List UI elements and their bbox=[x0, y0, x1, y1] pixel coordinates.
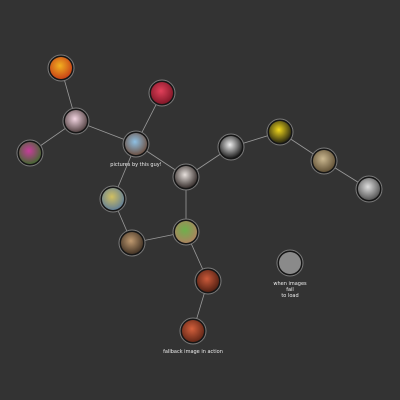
graph-node[interactable] bbox=[355, 175, 383, 203]
graph-node[interactable] bbox=[62, 107, 90, 135]
node-photo-image bbox=[175, 166, 197, 188]
node-label-line: when images bbox=[273, 281, 307, 287]
fallback-placeholder-image bbox=[279, 252, 301, 274]
node-photo-image bbox=[121, 232, 143, 254]
graph-node[interactable] bbox=[118, 229, 146, 257]
graph-node[interactable] bbox=[266, 118, 294, 146]
graph-node[interactable] bbox=[217, 133, 245, 161]
graph-node[interactable]: fallback image in action bbox=[163, 317, 223, 355]
graph-node[interactable] bbox=[47, 54, 75, 82]
node-photo-image bbox=[269, 121, 291, 143]
edges-layer bbox=[29, 67, 370, 332]
node-photo-image bbox=[313, 150, 335, 172]
graph-node[interactable] bbox=[16, 139, 44, 167]
node-photo-image bbox=[102, 188, 124, 210]
node-label: fallback image in action bbox=[163, 349, 223, 355]
graph-node[interactable] bbox=[99, 185, 127, 213]
node-photo-image bbox=[19, 142, 41, 164]
node-photo-image bbox=[358, 178, 380, 200]
node-photo-image bbox=[175, 221, 197, 243]
node-label: pictures by this guy! bbox=[110, 162, 161, 168]
node-photo-image bbox=[50, 57, 72, 79]
node-photo-image bbox=[197, 270, 219, 292]
graph-node[interactable] bbox=[148, 79, 176, 107]
node-photo-image bbox=[125, 133, 147, 155]
graph-node[interactable] bbox=[172, 163, 200, 191]
nodes-layer: pictures by this guy! fallback image in a… bbox=[16, 54, 383, 355]
graph-node[interactable]: pictures by this guy! bbox=[110, 130, 162, 168]
graph-node[interactable] bbox=[172, 218, 200, 246]
node-label-line: to load bbox=[281, 293, 298, 299]
graph-node[interactable] bbox=[194, 267, 222, 295]
node-photo-image bbox=[182, 320, 204, 342]
graph-node[interactable] bbox=[310, 147, 338, 175]
node-photo-image bbox=[151, 82, 173, 104]
node-photo-image bbox=[220, 136, 242, 158]
node-label-line: fail bbox=[286, 287, 294, 293]
node-photo-image bbox=[65, 110, 87, 132]
